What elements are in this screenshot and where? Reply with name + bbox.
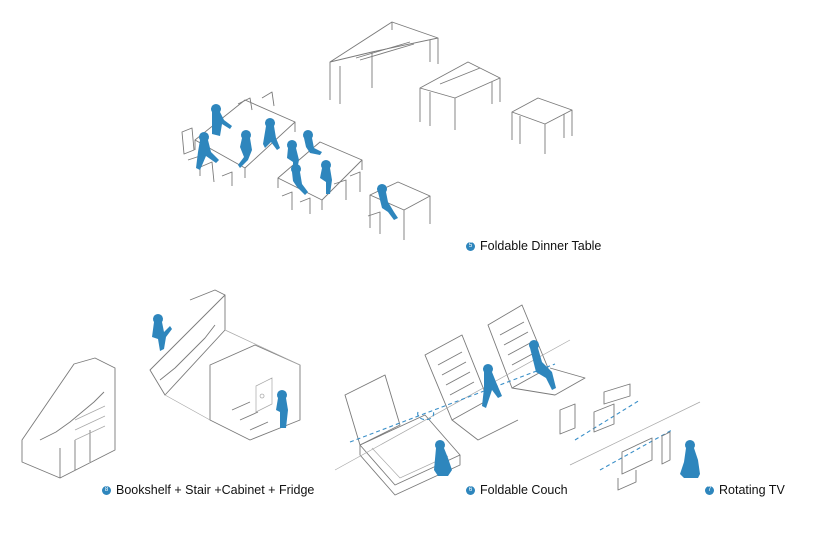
- couch-upright: [424, 334, 519, 441]
- caption-number-badge: 5: [466, 241, 475, 251]
- couch-closed: [344, 374, 461, 496]
- caption-label: Foldable Couch: [480, 483, 568, 497]
- stair-people: [152, 314, 288, 428]
- extendable-table-short: [511, 97, 573, 154]
- caption-label: Rotating TV: [719, 483, 785, 497]
- caption-bookshelf-stair: 8 Bookshelf + Stair +Cabinet + Fridge: [102, 483, 314, 497]
- caption-number-badge: 6: [466, 485, 475, 495]
- caption-label: Bookshelf + Stair +Cabinet + Fridge: [116, 483, 315, 497]
- caption-dinner-table: 5 Foldable Dinner Table: [466, 239, 601, 253]
- extendable-table-medium: [419, 61, 501, 130]
- couch-people: [434, 340, 556, 476]
- caption-label: Foldable Dinner Table: [480, 239, 602, 253]
- tv-person: [680, 440, 700, 478]
- tv-rotating: [559, 383, 701, 491]
- caption-number-badge: 7: [705, 485, 714, 495]
- dining-group-tables: [194, 99, 431, 240]
- caption-foldable-couch: 6 Foldable Couch: [466, 483, 568, 497]
- couch-axis: [334, 339, 571, 471]
- dining-group-chairs: [181, 91, 381, 234]
- caption-rotating-tv: 7 Rotating TV: [705, 483, 785, 497]
- stair-closed: [21, 357, 116, 479]
- dining-people: [196, 104, 398, 220]
- caption-number-badge: 8: [102, 485, 111, 495]
- stair-open: [149, 289, 301, 441]
- extendable-table-long: [329, 21, 439, 104]
